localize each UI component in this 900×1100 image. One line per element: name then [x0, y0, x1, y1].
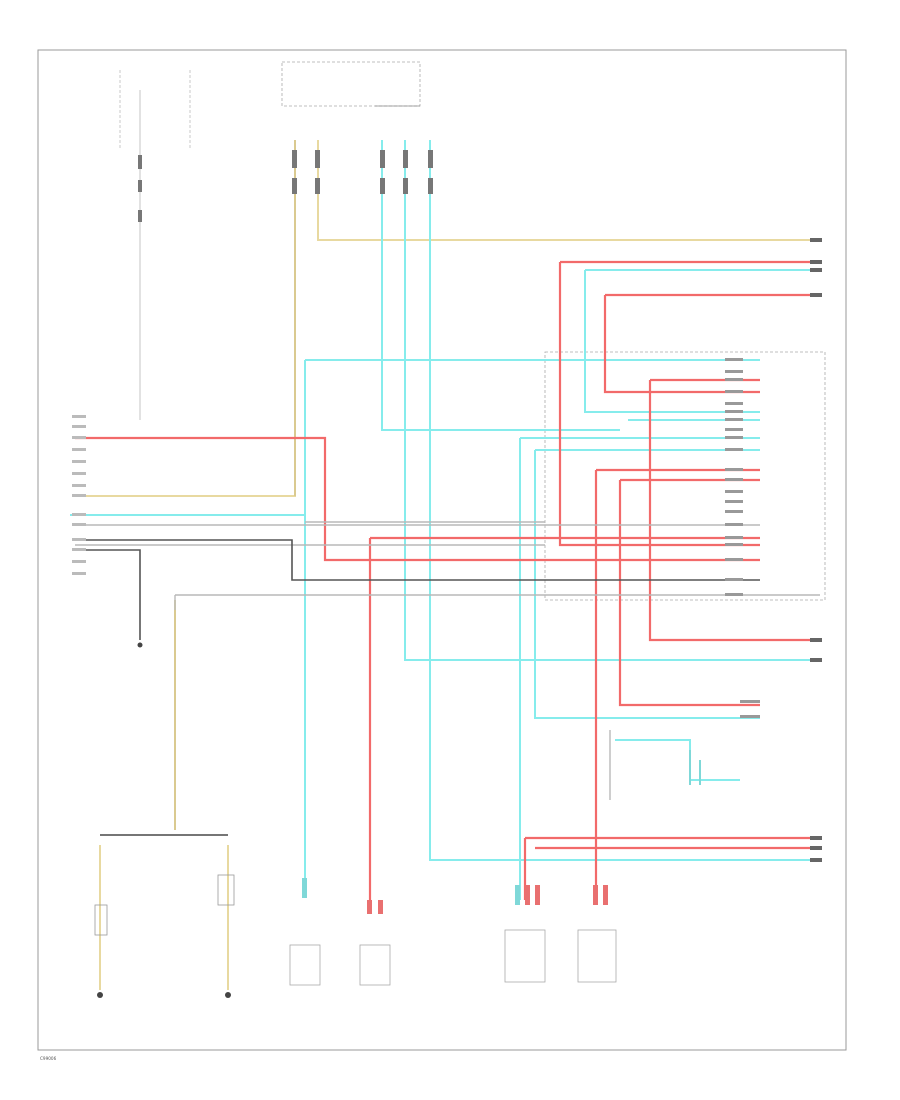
- top-pin-markers: [138, 150, 433, 222]
- bottom-component-1: [289, 878, 321, 986]
- yellow-wires: [75, 140, 820, 990]
- right-pin-tags: [810, 238, 822, 862]
- yellow-wire-darkline: [174, 140, 296, 830]
- gray-wires: [75, 521, 820, 836]
- footer-code: C99006: [40, 1056, 57, 1061]
- bottom-component-3: [504, 885, 546, 983]
- right-main-module: [544, 351, 826, 601]
- top-left-component: [119, 70, 191, 420]
- left-connector-rows: [72, 415, 86, 575]
- diagram-frame: [37, 49, 847, 1051]
- dark-wires: [75, 539, 760, 836]
- left-bottom-switches: [94, 642, 235, 998]
- cyan-wires: [70, 140, 820, 900]
- center-right-junctions: [689, 700, 760, 785]
- red-wires: [75, 260, 820, 900]
- top-center-module: [281, 61, 421, 107]
- bottom-component-4: [577, 885, 617, 983]
- module-pin-labels: [725, 358, 743, 596]
- bottom-component-2: [359, 900, 391, 986]
